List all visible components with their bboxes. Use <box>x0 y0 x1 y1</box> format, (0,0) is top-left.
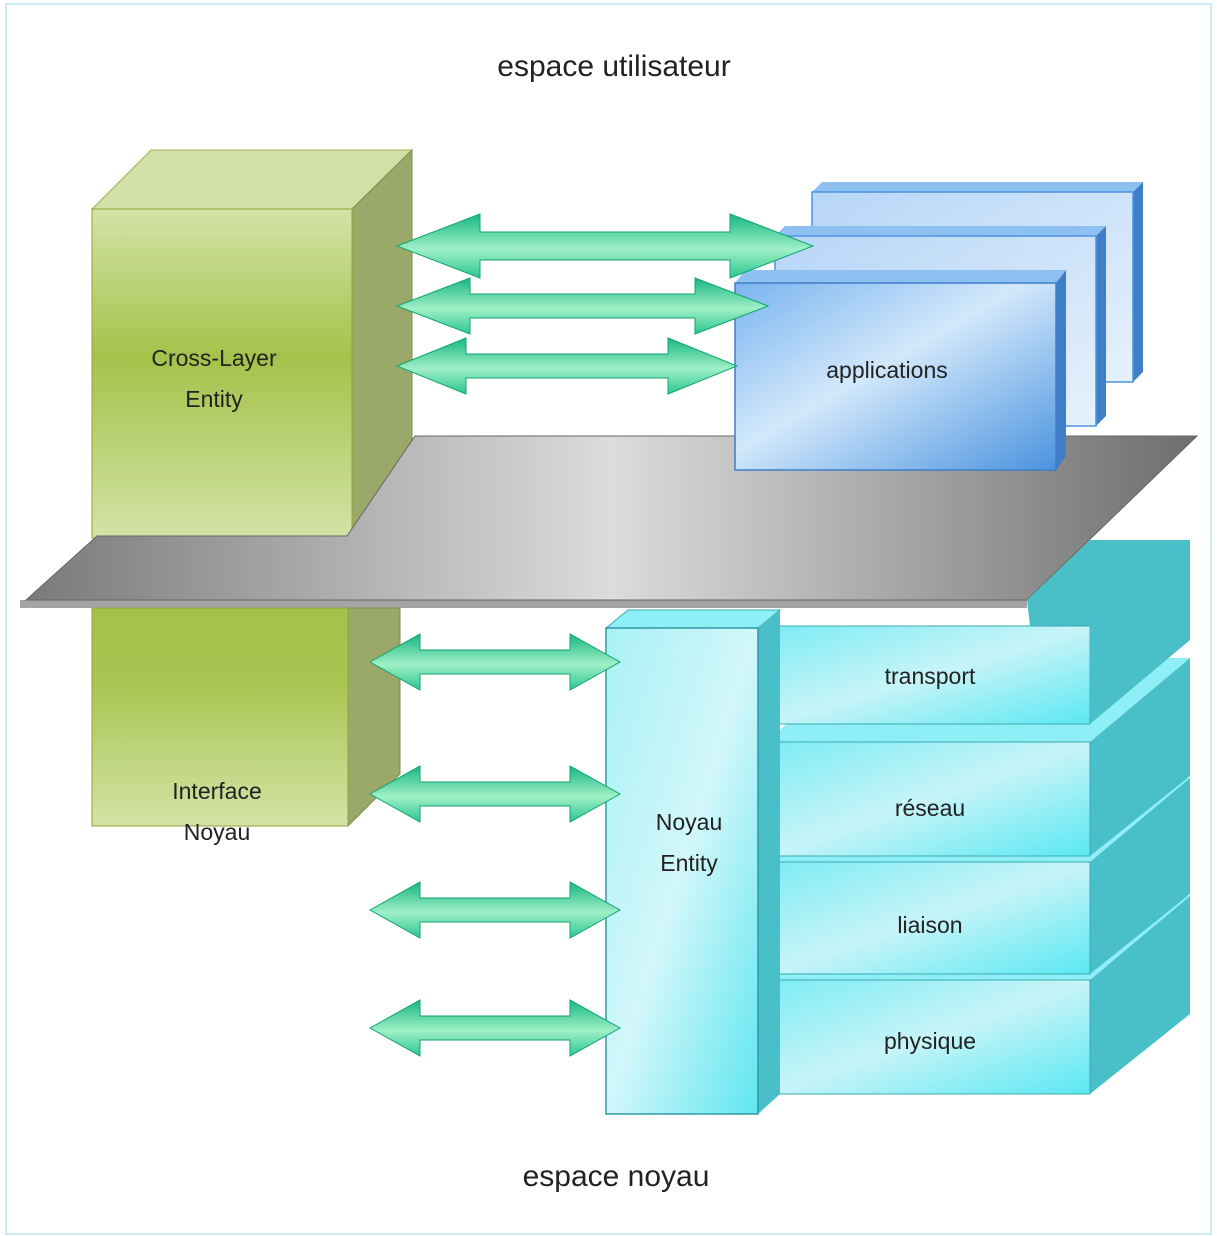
arrow-lower-4 <box>368 999 622 1057</box>
arrow-upper-3 <box>395 337 739 395</box>
interface-noyau-label-line1: Interface <box>172 778 262 804</box>
arrow-lower-3 <box>368 881 622 939</box>
arrow-lower-1 <box>368 633 622 691</box>
layer-label-transport: transport <box>885 663 976 689</box>
noyau-entity-label-line1: Noyau <box>656 809 722 835</box>
layer-label-reseau: réseau <box>895 795 965 821</box>
arrow-upper-1 <box>395 213 815 279</box>
frame-border <box>5 3 1212 1235</box>
user-space-label: espace utilisateur <box>497 50 730 83</box>
application-card-front: applications <box>734 270 1066 471</box>
layer-label-physique: physique <box>884 1028 976 1054</box>
applications-label: applications <box>826 357 947 383</box>
layer-label-liaison: liaison <box>897 912 962 938</box>
interface-noyau-label-line2: Noyau <box>184 819 250 845</box>
noyau-entity-box: Noyau Entity <box>604 609 782 1115</box>
kernel-space-label: espace noyau <box>523 1160 710 1193</box>
layer-block-transport: transport <box>765 540 1190 725</box>
noyau-entity-label-line2: Entity <box>660 850 718 876</box>
cross-layer-entity-box: Cross-Layer Entity <box>90 148 414 540</box>
interface-noyau-box: Interface Noyau <box>91 607 401 845</box>
arrow-upper-2 <box>395 277 770 335</box>
arrow-lower-2 <box>368 765 622 823</box>
cross-layer-entity-label-line1: Cross-Layer <box>151 345 277 371</box>
cross-layer-entity-label-line2: Entity <box>185 386 243 412</box>
